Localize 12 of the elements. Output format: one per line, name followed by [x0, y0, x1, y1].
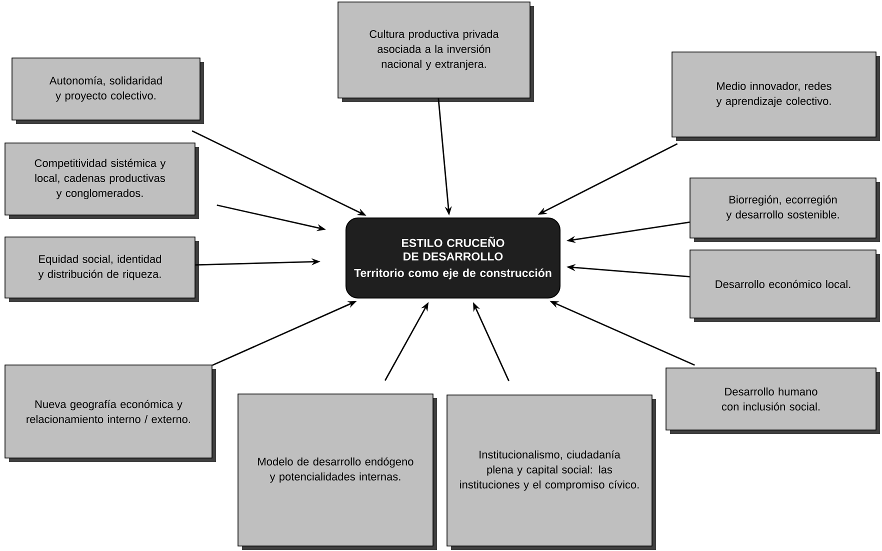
- text-box: Institucionalismo, ciudadanía plena y capital social: las instituciones y el compromiso cívico.: [446, 394, 656, 550]
- text-box: Nueva geografía económica y relacionamiento interno / externo.: [4, 364, 216, 462]
- text-box: Medio innovador, redes y aprendizaje colectivo.: [672, 52, 880, 141]
- text-box: Cultura productiva privada asociada a la inversión nacional y extranjera.: [338, 2, 534, 102]
- text-box: Desarrollo económico local.: [690, 250, 880, 322]
- text-box: Biorregión, ecorregión y desarrollo sostenible.: [690, 178, 880, 242]
- text-box: Autonomía, solidaridad y proyecto colectivo.: [12, 58, 204, 124]
- text-box: Equidad social, identidad y distribución de riqueza.: [4, 236, 199, 302]
- center-box: ESTILO CRUCEÑO DE DESARROLLO Territorio como eje de construcción: [346, 218, 560, 298]
- text-box: Modelo de desarrollo endógeno y potencialidades internas.: [238, 394, 437, 550]
- text-box: Competitividad sistémica y local, cadenas productivas y conglomerados.: [4, 142, 199, 219]
- text-box: Desarrollo humano con inclusión social.: [666, 368, 880, 434]
